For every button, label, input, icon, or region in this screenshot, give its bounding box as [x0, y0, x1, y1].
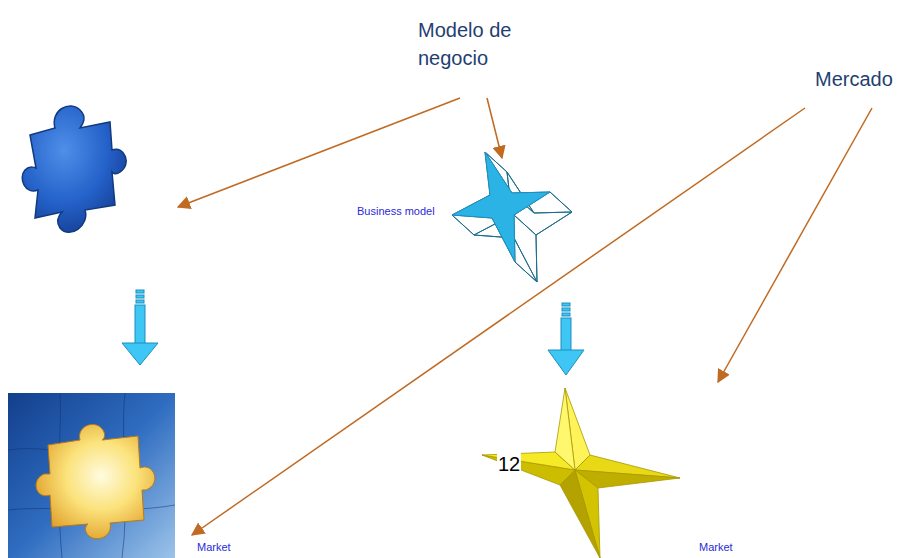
caption-label: Business model: [356, 205, 436, 218]
star-shape: [452, 152, 572, 282]
puzzle-photo: [8, 393, 175, 558]
heading-label: Mercado: [815, 67, 893, 91]
leader-arrow: [178, 98, 872, 535]
puzzle-piece: [22, 106, 126, 232]
heading-label: Modelo de negocio: [418, 16, 528, 72]
page-number: 12: [497, 452, 521, 476]
down-arrow: [548, 303, 584, 375]
caption-label: Market: [196, 541, 232, 554]
down-arrow: [122, 290, 158, 365]
star-shape: [482, 388, 680, 558]
caption-label: Market: [698, 541, 734, 554]
